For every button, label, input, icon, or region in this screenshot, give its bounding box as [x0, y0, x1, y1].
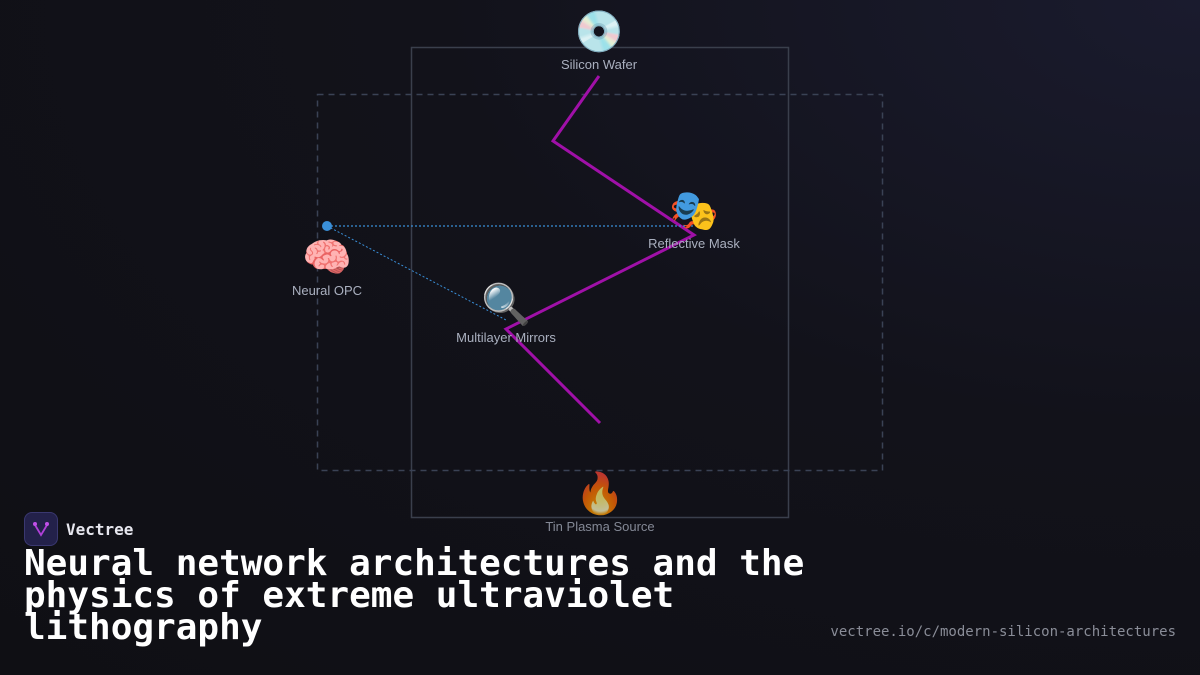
euv-beam-path: [503, 75, 697, 425]
node-label: Multilayer Mirrors: [456, 330, 556, 345]
opc-anchor-dot: [322, 221, 332, 231]
node-tin-plasma-source[interactable]: 🔥 Tin Plasma Source: [545, 471, 654, 534]
optical-disc-icon: 💿: [574, 10, 624, 54]
theater-masks-icon: 🎭: [669, 189, 719, 233]
brand-name: Vectree: [66, 519, 134, 539]
dashed-region: [316, 93, 884, 472]
magnifying-glass-icon: 🔍: [481, 283, 531, 327]
node-label: Tin Plasma Source: [545, 519, 655, 534]
node-label: Silicon Wafer: [560, 57, 638, 72]
vectree-logo-icon: [24, 512, 58, 546]
brand: Vectree: [24, 512, 133, 546]
fire-icon: 🔥: [575, 472, 625, 516]
page-title: Neural network architectures and the phy…: [24, 543, 805, 648]
opc-to-mirrors-link: [326, 225, 507, 321]
node-neural-opc[interactable]: 🧠 Neural OPC: [292, 235, 362, 298]
node-silicon-wafer[interactable]: 💿 Silicon Wafer: [561, 9, 637, 72]
outer-frame: [410, 46, 790, 519]
node-label: Neural OPC: [291, 283, 363, 298]
node-label: Reflective Mask: [648, 236, 740, 251]
brain-icon: 🧠: [302, 236, 352, 280]
source-url[interactable]: vectree.io/c/modern-silicon-architecture…: [830, 624, 1176, 640]
node-multilayer-mirrors[interactable]: 🔍 Multilayer Mirrors: [456, 282, 556, 345]
node-reflective-mask[interactable]: 🎭 Reflective Mask: [648, 188, 740, 251]
